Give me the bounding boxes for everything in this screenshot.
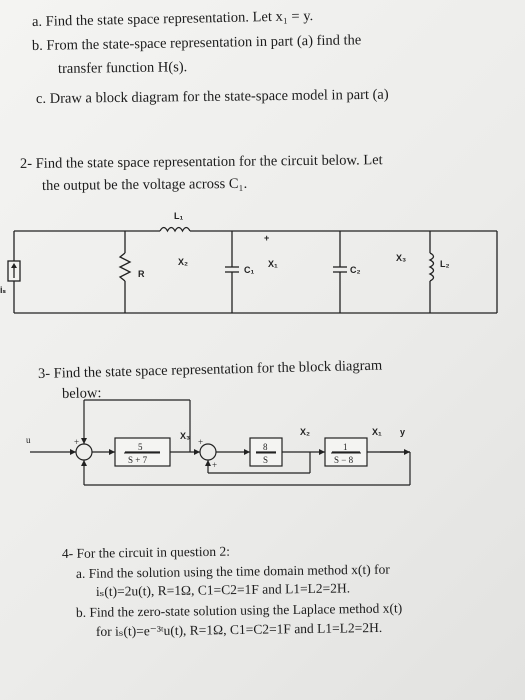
q3-text-line1: 3- Find the state space representation f… [37,357,383,382]
label-C2: C₂ [350,265,361,275]
svg-text:+: + [212,460,217,470]
label-x3-block: X₃ [180,431,190,441]
label-plus: + [264,233,269,243]
q1-part-b-cont: transfer function H(s). [57,59,188,77]
q2-text-line2: the output be the voltage across C₁. [41,175,248,194]
label-L2: L₂ [440,259,450,269]
q4-part-b-cont: for iₛ(t)=e⁻³ᵗu(t), R=1Ω, C1=C2=1F and L… [95,620,383,639]
circuit-diagram: L₁ R X₂ + C₁ X₁ C₂ X₃ L₂ iₛ [0,211,498,314]
block-g3-denominator: S − 8 [334,455,354,465]
label-u: u [26,435,31,445]
label-x2-block: X₂ [300,427,310,437]
label-y: y [400,427,405,437]
block-g1-denominator: S + 7 [128,455,148,465]
label-x1-block: X₁ [372,427,382,437]
label-x1-circuit: X₁ [268,259,278,269]
block-g1-numerator: 5 [138,442,143,452]
svg-text:+: + [74,437,79,447]
label-x3-circuit: X₃ [396,253,406,263]
block-g2-numerator: 8 [263,442,268,452]
q4-part-a-cont: iₛ(t)=2u(t), R=1Ω, C1=C2=1F and L1=L2=2H… [95,580,351,599]
label-x2-circuit: X₂ [178,257,188,267]
q4-part-b: b. Find the zero-state solution using th… [75,600,403,620]
label-is: iₛ [0,285,7,295]
svg-text:+: + [198,437,203,447]
label-L1: L₁ [174,211,183,221]
block-diagram: u + + + 5 S + 7 X₃ 8 S X₂ 1 S − 8 X₁ y [26,399,411,486]
q1-part-b: b. From the state-space representation i… [31,32,362,54]
q4-text-line1: 4- For the circuit in question 2: [61,543,231,561]
q1-part-a: a. Find the state space representation. … [31,8,314,30]
block-g2-denominator: S [263,455,268,465]
q2-text-line1: 2- Find the state space representation f… [19,152,383,172]
block-g3-numerator: 1 [343,442,348,452]
label-C1: C₁ [244,265,254,275]
q4-part-a: a. Find the solution using the time doma… [75,561,390,581]
q1-part-c: c. Draw a block diagram for the state-sp… [35,86,389,107]
label-R: R [138,269,145,279]
